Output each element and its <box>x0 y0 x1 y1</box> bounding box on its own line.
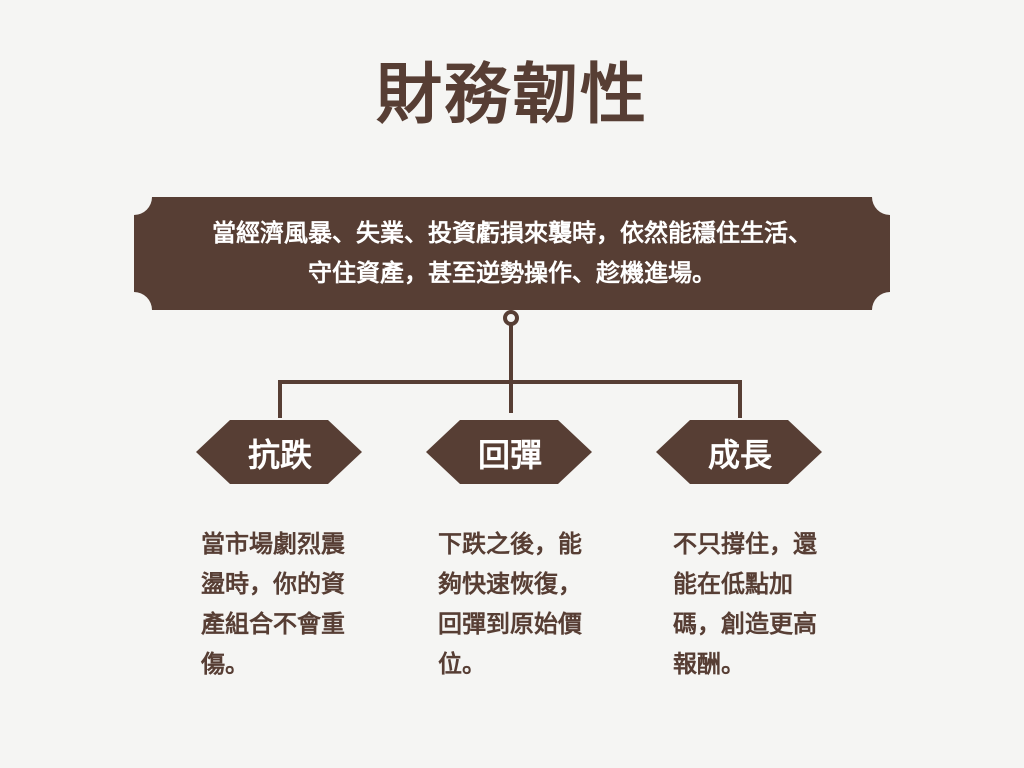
banner-text: 當經濟風暴、失業、投資虧損來襲時，依然能穩住生活、 守住資產，甚至逆勢操作、趁機… <box>140 213 884 293</box>
description-resist-fall: 當市場劇烈震盪時，你的資產組合不會重傷。 <box>201 530 345 678</box>
connector-lines <box>278 325 742 418</box>
connector-bracket <box>278 380 742 418</box>
hexagon-node-2 <box>426 420 592 484</box>
hexagon-node-3 <box>656 420 822 484</box>
hexagon-node-1 <box>196 420 362 484</box>
banner-line-2: 守住資產，甚至逆勢操作、趁機進場。 <box>308 259 716 287</box>
node-label-growth: 成長 <box>707 436 772 474</box>
description-growth: 不只撐住，還能在低點加碼，創造更高報酬。 <box>673 530 817 678</box>
connector-knob <box>503 310 519 326</box>
page-title: 財務韌性 <box>376 56 648 133</box>
banner-shape <box>134 197 890 310</box>
description-rebound: 下跌之後，能夠快速恢復，回彈到原始價位。 <box>438 530 582 678</box>
banner-line-1: 當經濟風暴、失業、投資虧損來襲時，依然能穩住生活、 <box>212 219 812 247</box>
node-label-rebound: 回彈 <box>477 436 542 474</box>
node-label-resist-fall: 抗跌 <box>247 436 312 474</box>
